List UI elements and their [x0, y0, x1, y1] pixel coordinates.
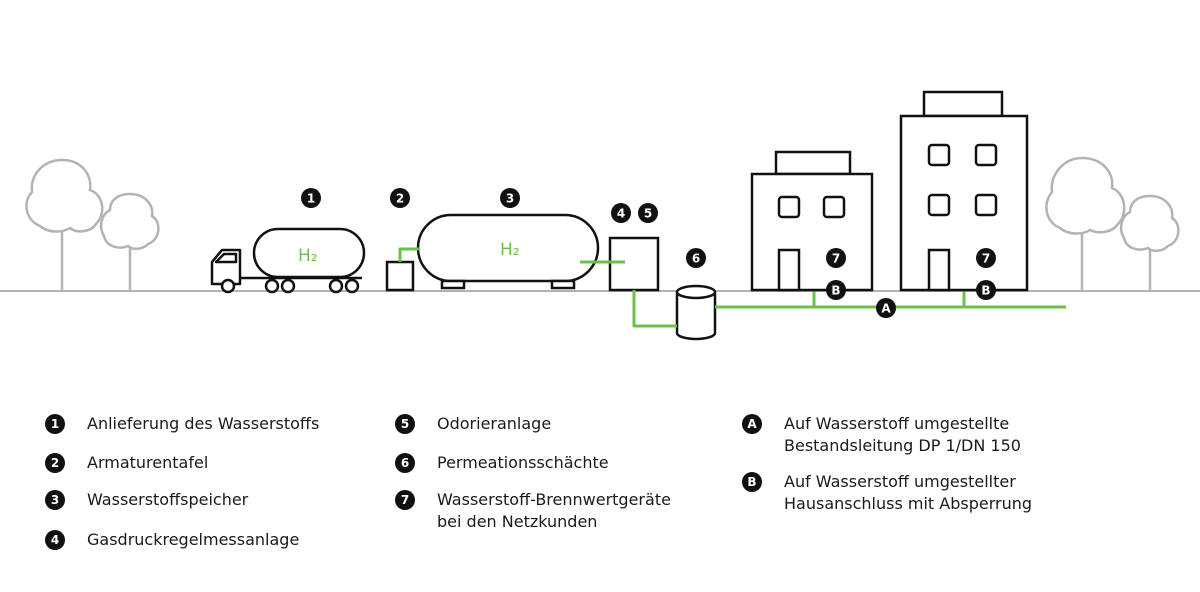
- svg-text:B: B: [981, 284, 990, 298]
- legend-text-line-2: bei den Netzkunden: [437, 512, 598, 531]
- legend-item-1: 1 Anlieferung des Wasserstoffs: [45, 413, 319, 435]
- tree-icon-right-large: [1045, 156, 1126, 290]
- legend-badge: 7: [395, 490, 415, 510]
- apartment-building-icon-left: [750, 150, 874, 292]
- legend-text: Auf Wasserstoff umgestellte Bestandsleit…: [784, 413, 1021, 457]
- storage-h2-label: H₂: [500, 240, 520, 260]
- tank-h2-label: H₂: [298, 246, 318, 266]
- tree-icon-left-small: [99, 192, 160, 290]
- marker-a: A: [876, 298, 896, 318]
- marker-b-right: B: [976, 280, 996, 300]
- tree-icon-right-small: [1119, 194, 1180, 290]
- legend-item-b: B Auf Wasserstoff umgestellter Hausansch…: [742, 471, 1032, 515]
- legend-badge: 1: [45, 414, 65, 434]
- marker-6: 6: [686, 248, 706, 268]
- legend-text-line-1: Auf Wasserstoff umgestellte: [784, 414, 1010, 433]
- legend-item-5: 5 Odorieranlage: [395, 413, 551, 435]
- marker-2: 2: [390, 188, 410, 208]
- legend-badge: B: [742, 472, 762, 492]
- legend-badge: 6: [395, 453, 415, 473]
- svg-text:5: 5: [644, 207, 652, 221]
- pressure-regulator-station-icon: [608, 236, 660, 292]
- legend-text-line-2: Bestandsleitung DP 1/DN 150: [784, 436, 1021, 455]
- legend-text-line-1: Wasserstoff-Brennwertgeräte: [437, 490, 671, 509]
- legend-item-6: 6 Permeationsschächte: [395, 452, 609, 474]
- legend-text: Permeationsschächte: [437, 453, 609, 472]
- svg-text:7: 7: [982, 252, 990, 266]
- legend-text: Wasserstoff-Brennwertgeräte bei den Netz…: [437, 489, 671, 533]
- legend-text: Odorieranlage: [437, 414, 552, 433]
- svg-text:B: B: [831, 284, 840, 298]
- marker-1: 1: [301, 188, 321, 208]
- legend-item-3: 3 Wasserstoffspeicher: [45, 489, 248, 511]
- legend-badge: 2: [45, 453, 65, 473]
- legend-badge: 3: [45, 490, 65, 510]
- legend-item-4: 4 Gasdruckregelmessanlage: [45, 529, 299, 551]
- svg-text:3: 3: [506, 192, 514, 206]
- legend-text-line-1: Auf Wasserstoff umgestellter: [784, 472, 1016, 491]
- apartment-building-icon-right: [899, 90, 1029, 292]
- svg-text:7: 7: [832, 252, 840, 266]
- legend-text-line-2: Hausanschluss mit Absperrung: [784, 494, 1033, 513]
- tanker-truck-icon: [210, 227, 366, 294]
- marker-7-right: 7: [976, 248, 996, 268]
- tree-icon-left-large: [25, 158, 104, 290]
- svg-text:1: 1: [307, 192, 315, 206]
- svg-text:A: A: [881, 302, 891, 316]
- legend-item-a: A Auf Wasserstoff umgestellte Bestandsle…: [742, 413, 1021, 457]
- legend-badge: 4: [45, 530, 65, 550]
- legend-text: Auf Wasserstoff umgestellter Hausanschlu…: [784, 471, 1032, 515]
- legend-badge: 5: [395, 414, 415, 434]
- marker-5: 5: [638, 203, 658, 223]
- legend-badge: A: [742, 414, 762, 434]
- svg-text:4: 4: [617, 207, 625, 221]
- legend-text: Anlieferung des Wasserstoffs: [87, 414, 320, 433]
- legend-text: Gasdruckregelmessanlage: [87, 530, 300, 549]
- svg-text:2: 2: [396, 192, 404, 206]
- legend-item-2: 2 Armaturentafel: [45, 452, 208, 474]
- marker-7-left: 7: [826, 248, 846, 268]
- marker-b-left: B: [826, 280, 846, 300]
- marker-3: 3: [500, 188, 520, 208]
- marker-4: 4: [611, 203, 631, 223]
- legend-text: Wasserstoffspeicher: [87, 490, 249, 509]
- permeation-shaft-icon: [675, 284, 717, 341]
- svg-text:6: 6: [692, 252, 700, 266]
- legend-item-7: 7 Wasserstoff-Brennwertgeräte bei den Ne…: [395, 489, 671, 533]
- valve-panel-icon: [385, 260, 415, 292]
- legend-text: Armaturentafel: [87, 453, 209, 472]
